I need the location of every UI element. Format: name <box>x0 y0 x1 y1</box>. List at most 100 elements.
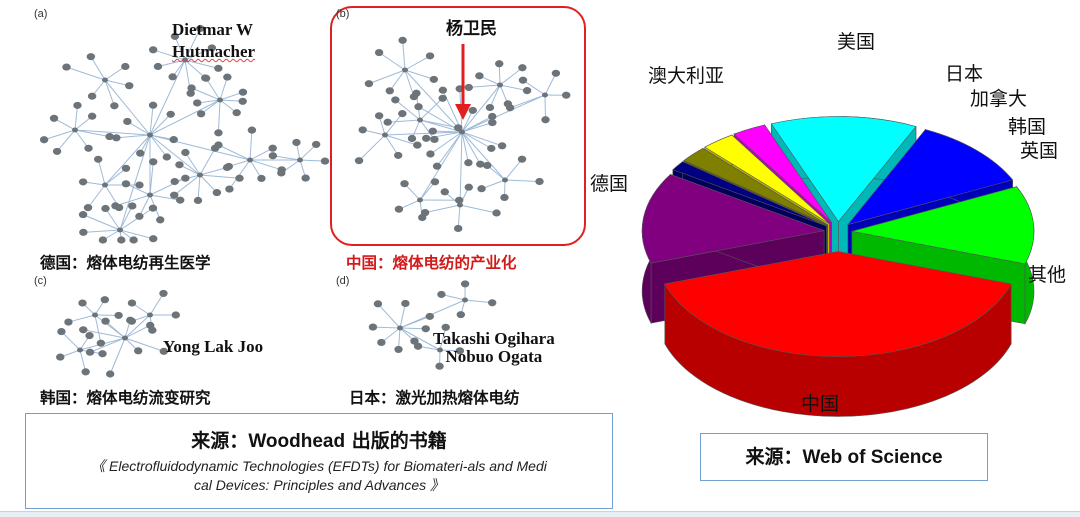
network-node <box>81 368 89 375</box>
network-node <box>105 133 113 140</box>
network-edge <box>66 67 105 80</box>
right-source-prefix: 来源： <box>745 446 802 468</box>
pie-label: 其他 <box>1028 264 1066 286</box>
network-edge <box>218 145 250 160</box>
network-node <box>94 156 102 163</box>
right-source-box: 来源：Web of Science <box>700 433 988 481</box>
network-node <box>62 64 70 71</box>
network-node <box>147 192 153 197</box>
panel-b-caption: 中国：熔体电纺的产业化 <box>346 251 517 273</box>
network-node <box>115 204 123 211</box>
network-node <box>101 318 109 325</box>
panel-d-author: Takashi Ogihara Nobuo Ogata <box>433 328 555 368</box>
network-node <box>186 90 194 97</box>
panel-d-caption: 日本：激光加热熔体电纺 <box>349 386 520 408</box>
network-node <box>121 63 129 70</box>
network-node <box>101 205 109 212</box>
pie-label: 美国 <box>837 31 875 53</box>
network-node <box>128 299 136 306</box>
network-node <box>154 63 162 70</box>
panel-a-author-line2: Hutmacher <box>172 41 255 63</box>
network-node <box>149 235 157 242</box>
network-node <box>156 216 164 223</box>
panel-d-author-line2: Nobuo Ogata <box>433 346 555 368</box>
network-node <box>123 118 131 125</box>
panel-d-letter: (d) <box>336 275 349 287</box>
network-node <box>181 175 189 182</box>
network-node <box>56 354 64 361</box>
network-node <box>223 74 231 81</box>
pie-label: 澳大利亚 <box>648 65 724 87</box>
network-edge <box>198 175 200 200</box>
network-node <box>397 325 403 330</box>
network-node <box>181 149 189 156</box>
network-node <box>98 350 106 357</box>
network-edge <box>150 178 185 195</box>
network-node <box>57 328 65 335</box>
network-node <box>268 145 276 152</box>
network-node <box>99 236 107 243</box>
network-node <box>125 82 133 89</box>
network-edge <box>150 293 163 315</box>
network-node <box>369 323 377 330</box>
network-node <box>40 136 48 143</box>
network-node <box>235 175 243 182</box>
panel-b-highlight-box <box>330 6 586 246</box>
panel-c-author: Yong Lak Joo <box>163 336 263 358</box>
network-node <box>166 111 174 118</box>
network-node <box>194 197 202 204</box>
network-node <box>175 161 183 168</box>
network-node <box>78 299 86 306</box>
network-node <box>321 158 329 165</box>
network-node <box>86 349 94 356</box>
right-source-database: Web of Science <box>802 447 942 468</box>
book-title: 《 Electrofluidodynamic Technologies (EFD… <box>26 457 612 495</box>
network-node <box>92 312 98 317</box>
network-node <box>126 317 134 324</box>
left-source-publisher: Woodhead <box>248 431 345 452</box>
network-node <box>79 326 87 333</box>
network-node <box>135 213 143 220</box>
network-node <box>269 152 277 159</box>
panel-a-author-line1: Dietmar W <box>172 19 255 41</box>
network-edge <box>83 230 120 232</box>
network-node <box>147 312 153 317</box>
network-node <box>72 127 78 132</box>
panel-a-letter: (a) <box>34 8 47 20</box>
pie-label: 日本 <box>945 63 983 85</box>
pie-chart: 中国其他英国韩国加拿大日本美国澳大利亚德国 <box>620 0 1080 430</box>
left-source-title: 来源：Woodhead 出版的书籍 <box>26 426 612 453</box>
network-edge <box>105 80 114 106</box>
network-node <box>102 77 108 82</box>
network-node <box>170 178 178 185</box>
panel-a-author: Dietmar W Hutmacher <box>172 19 255 63</box>
network-edge <box>120 208 153 230</box>
network-edge <box>105 135 150 185</box>
network-node <box>79 229 87 236</box>
network-node <box>170 192 178 199</box>
network-node <box>122 165 130 172</box>
network-node <box>136 150 144 157</box>
network-node <box>88 93 96 100</box>
network-node <box>79 211 87 218</box>
network-edge <box>150 114 171 135</box>
book-title-line2: cal Devices: Principles and Advances 》 <box>26 476 612 495</box>
network-node <box>410 338 418 345</box>
network-node <box>297 157 303 162</box>
network-node <box>214 65 222 72</box>
network-node <box>102 182 108 187</box>
network-node <box>225 186 233 193</box>
network-edge <box>75 105 77 130</box>
network-node <box>168 73 176 80</box>
network-node <box>101 296 109 303</box>
network-edge <box>88 185 105 208</box>
network-node <box>172 311 180 318</box>
network-edge <box>218 100 220 133</box>
network-figure: (a) Dietmar W Hutmacher 德国：熔体电纺再生医学 (b) … <box>0 0 620 410</box>
network-node <box>50 115 58 122</box>
network-node <box>374 300 382 307</box>
network-node <box>110 102 118 109</box>
network-node <box>64 318 72 325</box>
network-edge <box>400 303 405 328</box>
network-node <box>122 335 128 340</box>
